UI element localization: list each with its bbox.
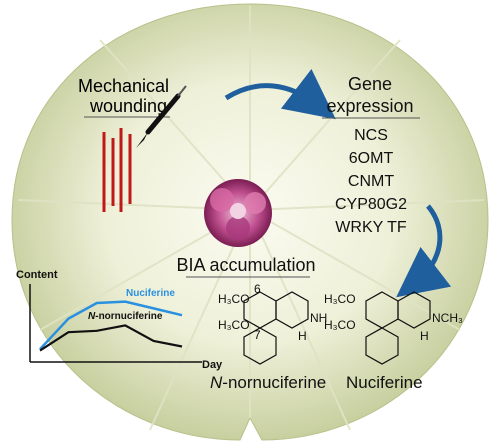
series-label-rest: -nornuciferine xyxy=(95,311,163,322)
treatment-label-line2: wounding xyxy=(89,96,167,116)
mol1-position-7: 7 xyxy=(254,328,261,342)
wound-scratches xyxy=(102,128,132,212)
content-chart: Content Day Nuciferine N-nornuciferine xyxy=(16,269,223,371)
mol1-methoxy-bottom: H₃CO xyxy=(218,318,250,332)
mol2-amine: NCH₃ xyxy=(432,311,463,325)
lotus-flower xyxy=(204,179,272,247)
gene-item: CNMT xyxy=(348,173,394,190)
mol1-h: H xyxy=(298,329,307,343)
treatment-label-line1: Mechanical xyxy=(78,76,169,96)
molecule-nornuciferine xyxy=(243,291,309,365)
chart-x-label: Day xyxy=(202,359,223,371)
gene-header-line2: expression xyxy=(326,96,413,116)
mol2-name: Nuciferine xyxy=(346,373,423,392)
scalpel-icon xyxy=(136,85,187,148)
gene-item: WRKY TF xyxy=(335,219,407,236)
mol2-methoxy-bottom: H₃CO xyxy=(324,318,356,332)
gene-item: NCS xyxy=(354,127,388,144)
gene-header-line1: Gene xyxy=(348,74,392,94)
series-label-nuciferine: Nuciferine xyxy=(126,288,175,299)
mol1-name-prefix: N xyxy=(210,373,223,392)
mol2-h: H xyxy=(420,329,429,343)
arrow-to-gene-expression xyxy=(224,68,336,120)
series-label-prefix: N xyxy=(88,311,96,322)
mol2-methoxy-top: H₃CO xyxy=(324,292,356,306)
chart-series-line-0 xyxy=(39,300,183,351)
mol1-methoxy-top: H₃CO xyxy=(218,292,250,306)
chart-series-line-1 xyxy=(39,324,183,352)
gene-list: NCS 6OMT CNMT CYP80G2 WRKY TF xyxy=(335,127,407,236)
gene-item: CYP80G2 xyxy=(335,196,407,213)
mol1-position-6: 6 xyxy=(254,282,261,296)
mol1-amine: NH xyxy=(310,311,327,325)
mol1-name: N-nornuciferine xyxy=(210,373,326,392)
accumulation-label: BIA accumulation xyxy=(176,255,315,275)
series-label-nornuciferine: N-nornuciferine xyxy=(88,311,163,322)
molecule-nuciferine xyxy=(365,291,431,365)
chart-y-label: Content xyxy=(16,269,58,281)
mol1-name-rest: -nornuciferine xyxy=(222,373,326,392)
arrow-to-bia-accumulation xyxy=(396,204,452,298)
gene-item: 6OMT xyxy=(349,150,394,167)
